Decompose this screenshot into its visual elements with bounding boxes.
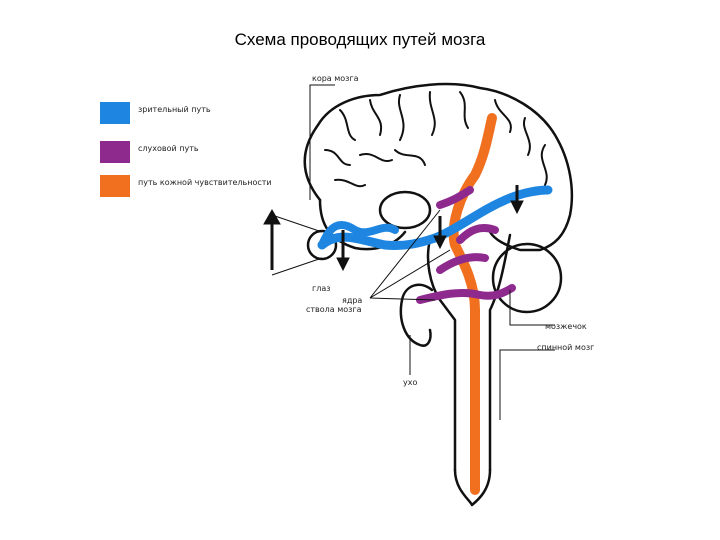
legend-label-auditory: слуховой путь — [138, 144, 199, 153]
brainstem — [426, 233, 512, 472]
brain-gyri — [324, 91, 548, 188]
leader-cortex — [309, 84, 335, 200]
leader-nuclei — [369, 209, 451, 301]
diagram-title: Схема проводящих путей мозга — [234, 30, 486, 49]
label-cortex: кора мозга — [312, 74, 359, 83]
skin-path — [448, 113, 497, 495]
arrow-up-head — [263, 208, 281, 225]
legend-swatch-auditory — [100, 141, 130, 163]
leader-cerebellum — [509, 290, 555, 326]
spinal-cord-end — [453, 468, 492, 507]
leader-eye-cone — [271, 214, 323, 276]
arrow-down-mid-head — [433, 235, 447, 250]
eye-shape — [306, 229, 338, 261]
brain-outline — [303, 82, 574, 252]
label-spinal-cord: спинной мозг — [537, 343, 595, 352]
legend-label-visual: зрительный путь — [138, 105, 211, 114]
label-cerebellum: мозжечок — [545, 322, 587, 331]
legend-swatch-skin — [100, 175, 130, 197]
leader-spinal — [499, 349, 555, 420]
ear-shape — [399, 283, 434, 347]
arrow-down-right-head — [510, 200, 524, 215]
cerebellum-shape — [491, 242, 563, 314]
auditory-path — [416, 186, 516, 304]
visual-path-lower — [318, 221, 399, 249]
label-ear: ухо — [403, 378, 418, 387]
arrow-down-eye-head — [336, 257, 350, 272]
label-nuclei-line1: ядра — [342, 296, 363, 305]
label-nuclei-line2: ствола мозга — [306, 305, 362, 314]
label-eye: глаз — [312, 284, 331, 293]
legend-label-skin: путь кожной чувствительности — [138, 178, 272, 187]
thalamus — [378, 190, 432, 230]
legend-swatch-visual — [100, 102, 130, 124]
